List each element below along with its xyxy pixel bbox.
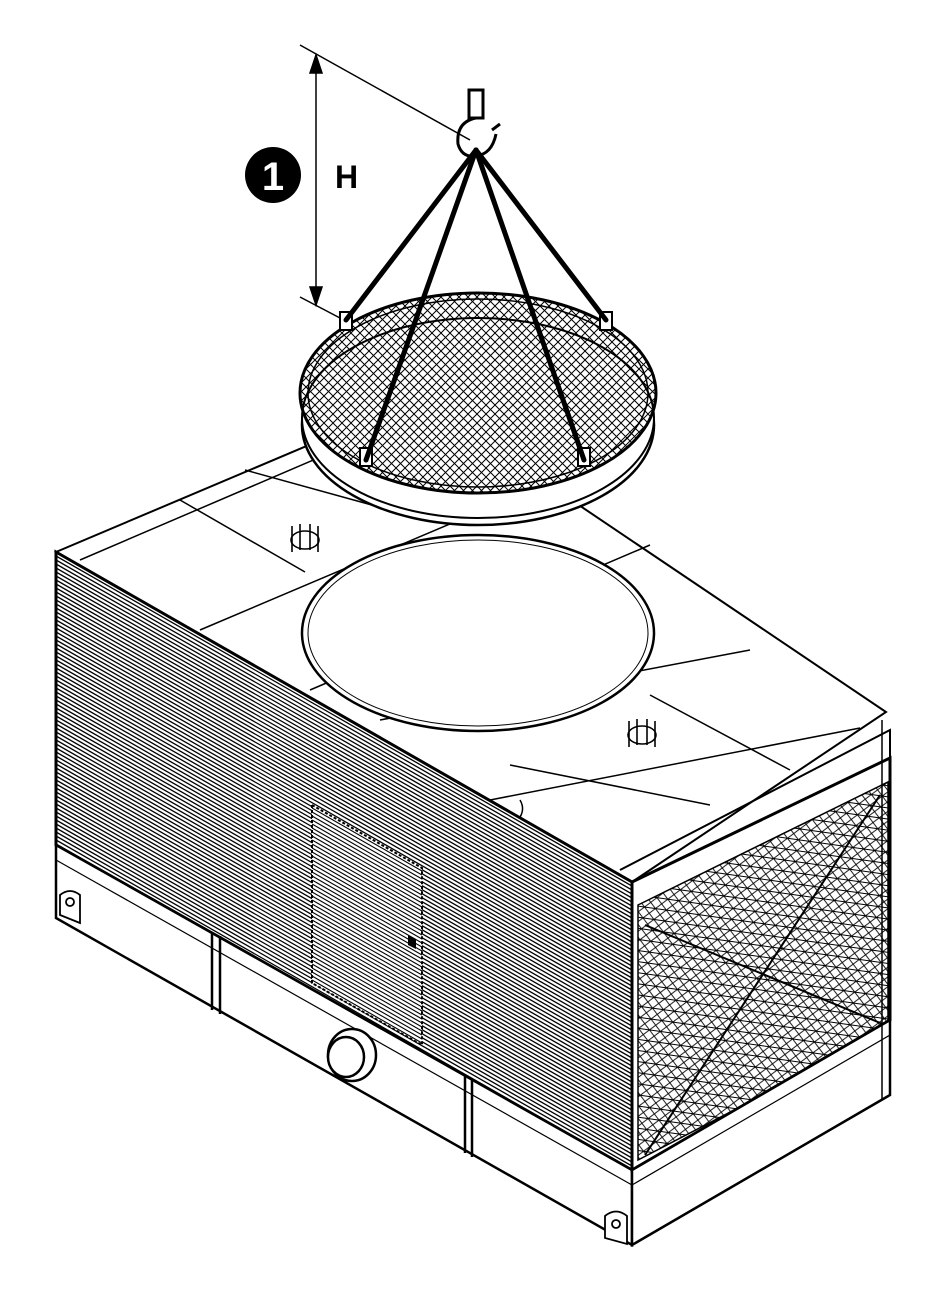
- louver-line: [56, 563, 632, 895]
- lifting-sling: [343, 147, 609, 463]
- door-louver-line: [312, 943, 422, 1008]
- door-louver-line: [312, 899, 422, 964]
- door-louver-line: [312, 839, 422, 904]
- side-face: [630, 720, 892, 1248]
- louver-line: [56, 611, 632, 943]
- door-louver-line: [312, 979, 422, 1044]
- door-louver-line: [312, 823, 422, 888]
- nozzle-icon: [290, 524, 320, 552]
- louver-line: [56, 631, 632, 963]
- door-louver-line: [312, 851, 422, 916]
- louver-line: [56, 583, 632, 915]
- door-louver-line: [312, 939, 422, 1004]
- door-louver-line: [312, 811, 422, 876]
- louver-line: [56, 643, 632, 975]
- door-louver-line: [312, 871, 422, 936]
- door-louver-line: [312, 971, 422, 1036]
- louver-line: [56, 591, 632, 923]
- louver-line: [56, 655, 632, 987]
- door-louver-line: [312, 955, 422, 1020]
- door-louver-line: [312, 935, 422, 1000]
- door-louver-line: [312, 863, 422, 928]
- door-louver-line: [312, 867, 422, 932]
- door-louver-line: [312, 855, 422, 920]
- pipe-connection: [326, 1027, 378, 1083]
- door-louver-line: [312, 947, 422, 1012]
- door-louver-line: [312, 827, 422, 892]
- door-louver-line: [312, 915, 422, 980]
- dimension-line: [299, 44, 471, 319]
- louver-line: [56, 623, 632, 955]
- louver-line: [56, 619, 632, 951]
- door-louver-line: [312, 895, 422, 960]
- louver-line: [56, 575, 632, 907]
- louver-line: [56, 559, 632, 891]
- louver-line: [56, 607, 632, 939]
- door-louver-line: [312, 927, 422, 992]
- louver-line: [56, 627, 632, 959]
- louver-line: [56, 651, 632, 983]
- louver-line: [56, 595, 632, 927]
- door-louver-line: [312, 887, 422, 952]
- door-louver-line: [312, 919, 422, 984]
- dimension-label: H: [335, 159, 358, 195]
- louver-line: [56, 639, 632, 971]
- door-louver-line: [312, 835, 422, 900]
- lifting-lug-icon: [59, 890, 81, 925]
- door-louver-line: [312, 907, 422, 972]
- door-louver-line: [312, 951, 422, 1016]
- door-louver-line: [312, 903, 422, 968]
- door-louver-line: [312, 843, 422, 908]
- door-louver-line: [312, 815, 422, 880]
- door-louver-line: [312, 967, 422, 1032]
- louver-line: [56, 567, 632, 899]
- door-louver-line: [312, 807, 422, 872]
- door-louver-line: [312, 883, 422, 948]
- door-louver-line: [312, 831, 422, 896]
- door-louver-line: [312, 923, 422, 988]
- door-louver-line: [312, 875, 422, 940]
- hook-icon: [456, 88, 501, 158]
- louver-line: [56, 615, 632, 947]
- door-louver-line: [312, 963, 422, 1028]
- door-louver-line: [312, 891, 422, 956]
- door-louver-line: [312, 931, 422, 996]
- door-louver-line: [312, 911, 422, 976]
- louver-line: [56, 599, 632, 931]
- door-louver-line: [312, 819, 422, 884]
- louver-line: [56, 603, 632, 935]
- nozzle-icon: [627, 719, 657, 747]
- step-number: 1: [262, 155, 284, 199]
- fan-opening: [300, 533, 656, 733]
- louver-line: [56, 571, 632, 903]
- louver-line: [56, 587, 632, 919]
- louver-line: [56, 647, 632, 979]
- door-louver-line: [312, 847, 422, 912]
- access-door: [311, 803, 423, 1047]
- step-badge: 1: [245, 147, 301, 203]
- louver-line: [56, 555, 632, 887]
- circular-fan-guard: [298, 291, 658, 527]
- louver-line: [56, 635, 632, 967]
- door-louver-line: [312, 859, 422, 924]
- door-louver-line: [312, 959, 422, 1024]
- louver-line: [56, 579, 632, 911]
- lifting-lug-icon: [604, 1210, 628, 1246]
- door-louver-line: [312, 879, 422, 944]
- door-louver-line: [312, 975, 422, 1040]
